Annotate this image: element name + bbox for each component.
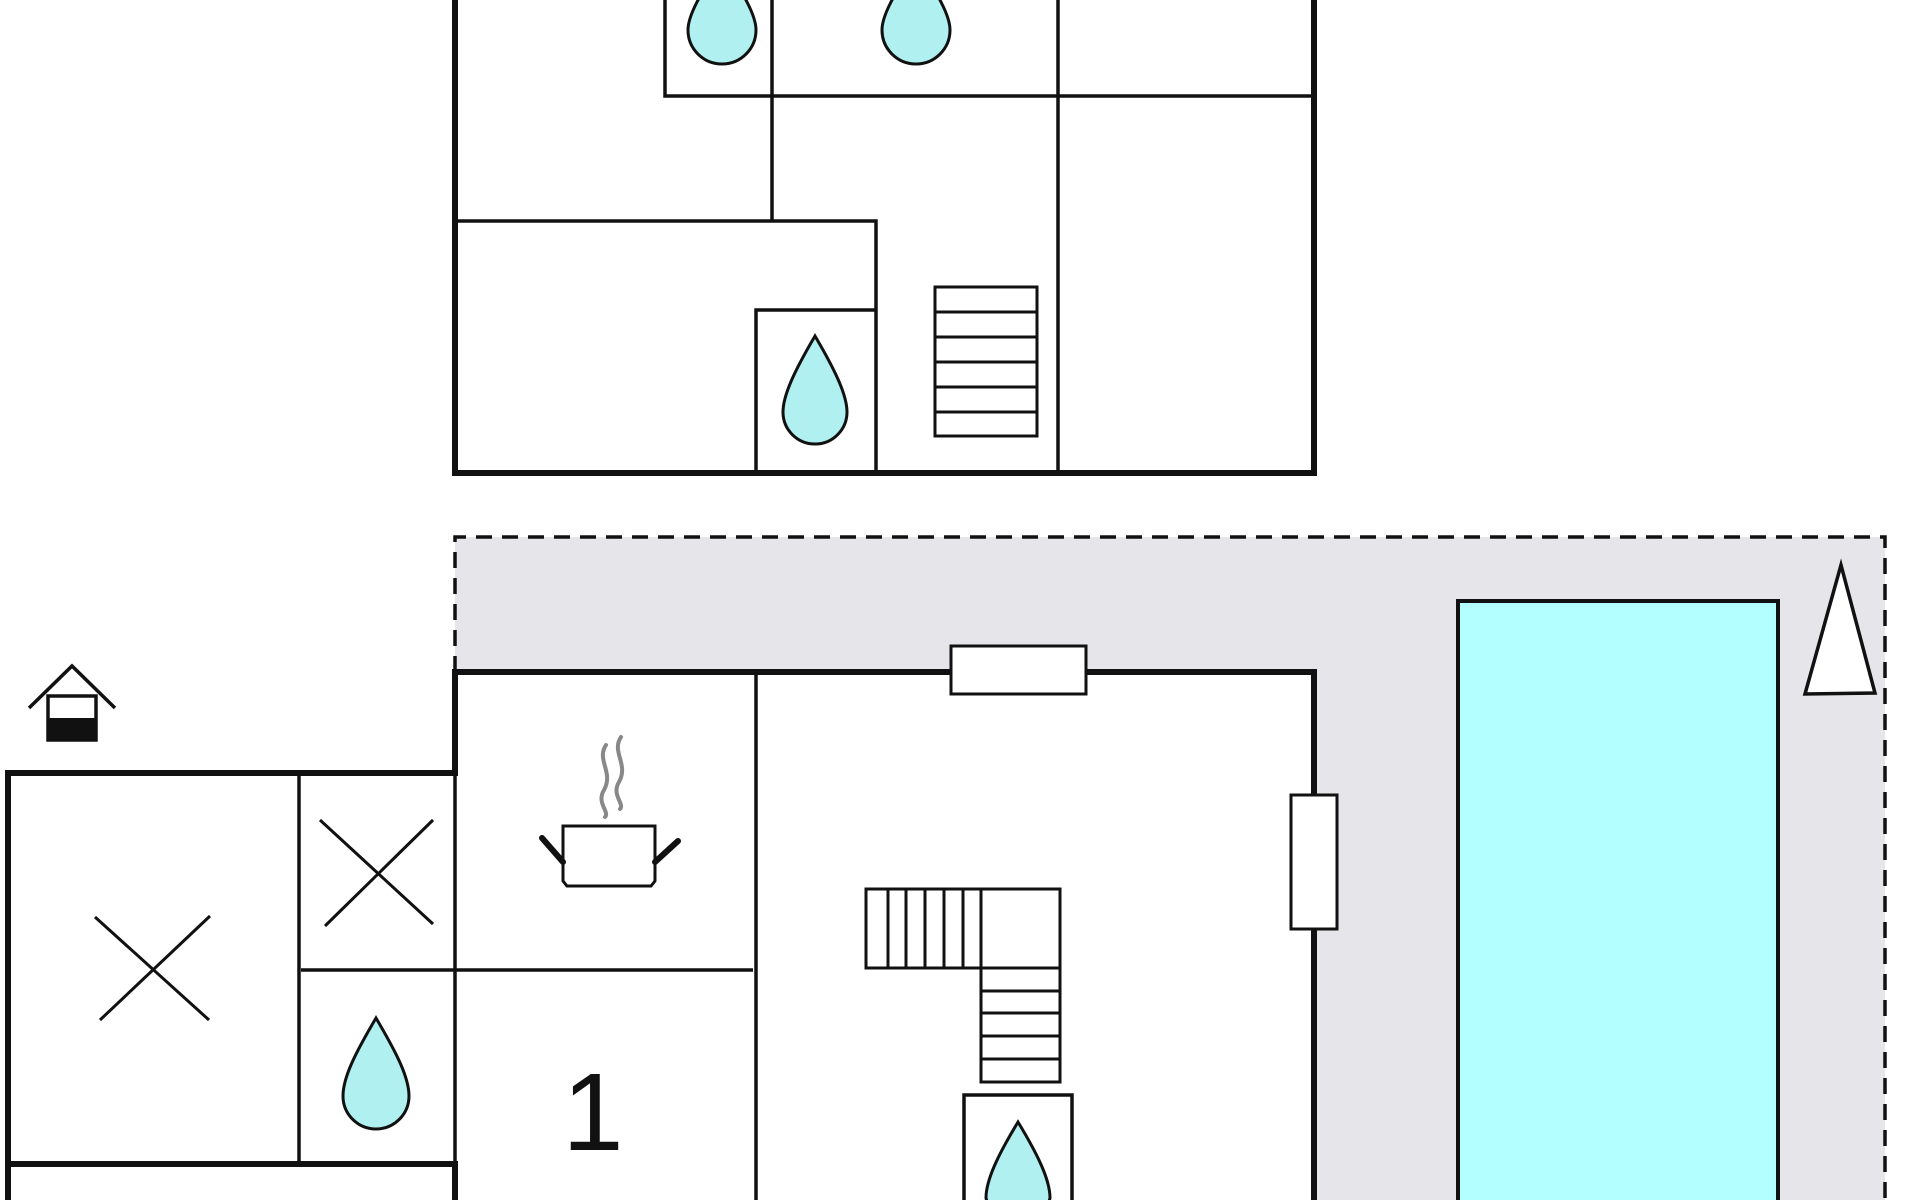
terrace-dashed-border <box>453 535 1887 1200</box>
upper-partition-c <box>457 219 878 470</box>
water-drop-icon <box>781 333 849 446</box>
cooking-pot-icon <box>539 735 681 888</box>
water-drop-icon <box>686 0 758 66</box>
upper-floor-outer-wall <box>452 0 1317 476</box>
water-drop-icon <box>341 1015 411 1131</box>
parasol-icon <box>1802 558 1878 696</box>
terrace <box>453 535 1887 1200</box>
upper-shower-partition <box>754 308 876 470</box>
ground-shower-box <box>962 1093 1074 1200</box>
water-drop-icon <box>984 1119 1052 1200</box>
water-drop-icon <box>880 0 952 66</box>
swimming-pool <box>1456 599 1780 1200</box>
barbecue-grill-icon <box>27 663 117 742</box>
bed-cross-icon <box>318 818 435 928</box>
ground-floor-outer-wall <box>5 669 1317 1200</box>
window <box>949 644 1088 696</box>
room-number-label: 1 <box>562 1051 623 1174</box>
stairs-icon <box>933 285 1039 438</box>
upper-floor <box>452 0 1317 476</box>
bed-cross-icon <box>93 914 212 1022</box>
window <box>1289 793 1339 931</box>
stairs-icon <box>864 887 1062 1084</box>
ground-floor: 1 <box>5 644 1339 1200</box>
upper-bath-partition <box>663 0 1312 98</box>
